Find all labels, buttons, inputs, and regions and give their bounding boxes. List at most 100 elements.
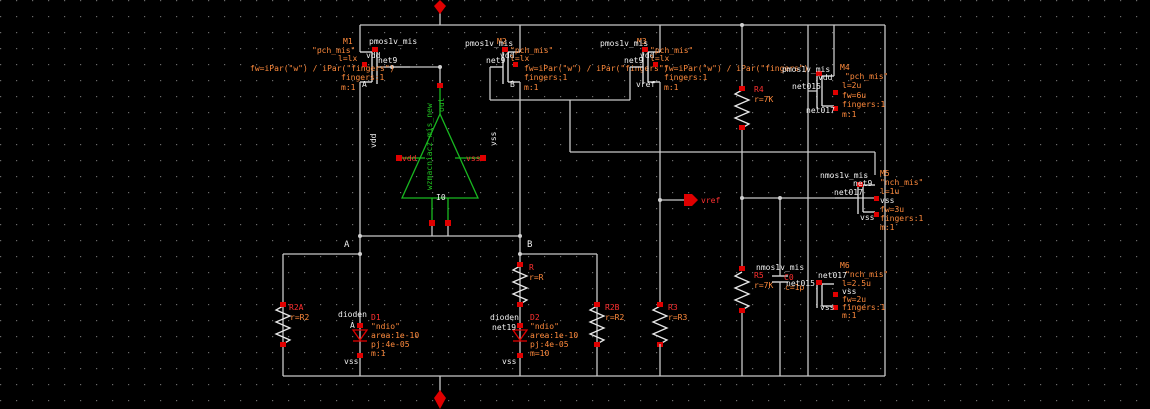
label-devices-m4-cell: pmos1v_mis bbox=[782, 65, 830, 74]
label-devices-m3-fingers: fingers:1 bbox=[664, 73, 708, 82]
label-devices-m4-net1: net015 bbox=[792, 82, 821, 91]
transistor-m3[interactable]: M3 pmos1v_mis "pch_mis" vdd l=lx net9 fw… bbox=[600, 25, 809, 200]
transistor-m1[interactable]: M1 pmos1v_mis "pch_mis" vdd l=lx net9 fw… bbox=[250, 25, 417, 236]
right-bus bbox=[740, 23, 886, 376]
label-devices-m3-cell: pmos1v_mis bbox=[600, 39, 648, 48]
label-devices-m3-pin: vdd bbox=[640, 51, 655, 60]
label-devices-m5-net1: net9 bbox=[853, 179, 872, 188]
label-devices-m5-net2: net017 bbox=[834, 188, 863, 197]
label-devices-amp-vss: vss bbox=[489, 131, 498, 146]
label-devices-m1-side: A bbox=[362, 80, 367, 89]
label-devices-d1-pj: pj:4e-05 bbox=[371, 340, 410, 349]
label-devices-m3-model: "pch_mis" bbox=[650, 46, 693, 55]
label-devices-m1-fw: fw=iPar("w") / iPar("fingers") bbox=[250, 64, 395, 73]
label-devices-m4-fw: fw=6u bbox=[842, 91, 866, 100]
label-devices-m4-fingers: fingers:1 bbox=[842, 100, 886, 109]
label-devices-r4-val: r=7K bbox=[754, 95, 773, 104]
label-devices-m3-m: m:1 bbox=[664, 83, 679, 92]
label-devices-m5-fingers: fingers:1 bbox=[880, 214, 924, 223]
resistor-r2b[interactable]: R2B r=R2 bbox=[588, 302, 624, 347]
label-devices-m6-fingers: fingers:1 bbox=[842, 303, 886, 312]
resistor-r[interactable]: R r=R bbox=[511, 262, 544, 307]
transistor-m2[interactable]: M2 pmos1v_mis "pch_mis" vdd l=lx net9 fw… bbox=[465, 25, 669, 236]
label-devices-m1-model: "pch_mis" bbox=[312, 46, 355, 55]
resistor-r5[interactable]: R5 r=7K bbox=[733, 266, 773, 376]
label-devices-m5-cell: nmos1v_mis bbox=[820, 171, 868, 180]
opamp-input-wires bbox=[358, 226, 522, 238]
label-devices-m5-pin2: vss bbox=[860, 213, 875, 222]
label-devices-m6-pin2: vss bbox=[820, 303, 835, 312]
label-devices-m4-pin: vdd bbox=[818, 73, 833, 82]
resistor-r3[interactable]: R3 r=R3 bbox=[651, 200, 687, 376]
label-devices-c0-val: c=1p bbox=[785, 283, 804, 292]
label-devices-r2b-val: r=R2 bbox=[605, 313, 624, 322]
label-devices-m2-net: net9 bbox=[486, 56, 505, 65]
label-devices-m2-pin: vdd bbox=[500, 51, 515, 60]
net-label-b: B bbox=[527, 240, 532, 250]
label-devices-d1-area: area:1e-10 bbox=[371, 331, 419, 340]
label-devices-m5-inst: M5 bbox=[880, 169, 890, 178]
label-devices-m3-side: vref bbox=[636, 80, 655, 89]
label-devices-m1-m: m:1 bbox=[341, 83, 356, 92]
label-devices-m6-net: net017 bbox=[818, 271, 847, 280]
label-devices-m1-net: net9 bbox=[378, 56, 397, 65]
label-devices-m6-net3: net015 bbox=[786, 279, 815, 288]
label-devices-r5-val: r=7K bbox=[754, 281, 773, 290]
label-devices-d2-pin: vss bbox=[502, 357, 517, 366]
label-devices-amp-cell: wzmacniacz_mis_new bbox=[425, 103, 434, 190]
label-devices-m1-fingers: fingers:1 bbox=[341, 73, 385, 82]
label-devices-m6-fw: fw=2u bbox=[842, 295, 866, 304]
vref-node[interactable]: vref bbox=[658, 194, 720, 206]
label-devices-c0-inst: C0 bbox=[784, 273, 794, 282]
label-devices-amp-vss-pin: vss bbox=[466, 154, 481, 163]
vdd-pin-icon[interactable] bbox=[434, 0, 446, 14]
vss-pin-icon[interactable] bbox=[434, 390, 446, 409]
label-devices-m5-fw: fw=3u bbox=[880, 205, 904, 214]
label-devices-r3-val: r=R3 bbox=[668, 313, 687, 322]
label-devices-m3-l: l=lx bbox=[650, 54, 669, 63]
diode-d2[interactable]: dioden D2 net19 "ndio" area:1e-10 pj:4e-… bbox=[490, 313, 578, 366]
label-devices-m2-inst: M2 bbox=[497, 37, 507, 46]
label-devices-d2-area: area:1e-10 bbox=[530, 331, 578, 340]
label-devices-m5-m: m:1 bbox=[880, 223, 895, 232]
label-devices-amp-vdd-pin: vdd bbox=[402, 154, 417, 163]
label-devices-m3-inst: M3 bbox=[637, 37, 647, 46]
label-devices-r1-val: r=R bbox=[529, 273, 544, 282]
diode-d1[interactable]: dioden D1 A "ndio" area:1e-10 pj:4e-05 m… bbox=[338, 310, 419, 366]
capacitor-c0[interactable]: nmos1v_mis C0 c=1p bbox=[756, 255, 804, 300]
label-devices-d2-m: m=10 bbox=[530, 349, 549, 358]
label-devices-r5-inst: R5 bbox=[754, 271, 764, 280]
net9-gate-bus bbox=[410, 65, 876, 175]
label-devices-d2-pj: pj:4e-05 bbox=[530, 340, 569, 349]
label-devices-m1-inst: M1 bbox=[343, 37, 353, 46]
label-devices-d2-model: "ndio" bbox=[530, 322, 559, 331]
label-devices-d1-m: m:1 bbox=[371, 349, 386, 358]
label-devices-r2a-inst: R2A bbox=[289, 303, 304, 312]
label-devices-m4-net2: net017 bbox=[806, 106, 835, 115]
transistor-m5[interactable]: M5 nmos1v_mis "nch_mis" net9 l=1u net017… bbox=[820, 169, 924, 232]
label-devices-m4-m: m:1 bbox=[842, 110, 857, 119]
label-devices-r2b-inst: R2B bbox=[605, 303, 620, 312]
label-devices-r4-inst: R4 bbox=[754, 85, 764, 94]
transistor-m4[interactable]: M4 pmos1v_mis "pch_mis" vdd l=2u net015 … bbox=[782, 25, 888, 119]
label-devices-r1-inst: R bbox=[529, 263, 534, 272]
label-devices-d1-node: A bbox=[350, 321, 355, 330]
label-devices-m6-inst: M6 bbox=[840, 261, 850, 270]
label-devices-m4-inst: M4 bbox=[840, 63, 850, 72]
label-devices-m2-fw: fw=iPar("w") / iPar("fingers") bbox=[524, 64, 669, 73]
label-devices-m2-cell: pmos1v_mis bbox=[465, 39, 513, 48]
label-devices-r3-inst: R3 bbox=[668, 303, 678, 312]
label-devices-m5-pin: vss bbox=[880, 196, 895, 205]
transistor-m6[interactable]: M6 "nch_mis" net017 l=2.5u net015 vss fw… bbox=[786, 261, 888, 320]
label-devices-m5-l: l=1u bbox=[880, 187, 899, 196]
opamp-i0[interactable]: out wzmacniacz_mis_new I0 vdd vss vdd vs… bbox=[369, 83, 498, 226]
label-devices-m2-m: m:1 bbox=[524, 83, 539, 92]
resistor-r2a[interactable]: R2A r=R2 bbox=[274, 302, 309, 347]
label-devices-m6-m: m:1 bbox=[842, 311, 857, 320]
label-devices-m2-side: B bbox=[510, 80, 515, 89]
label-devices-m2-l: l=lx bbox=[510, 54, 529, 63]
label-devices-d2-net: net19 bbox=[492, 323, 516, 332]
label-devices-m1-cell: pmos1v_mis bbox=[369, 37, 417, 46]
